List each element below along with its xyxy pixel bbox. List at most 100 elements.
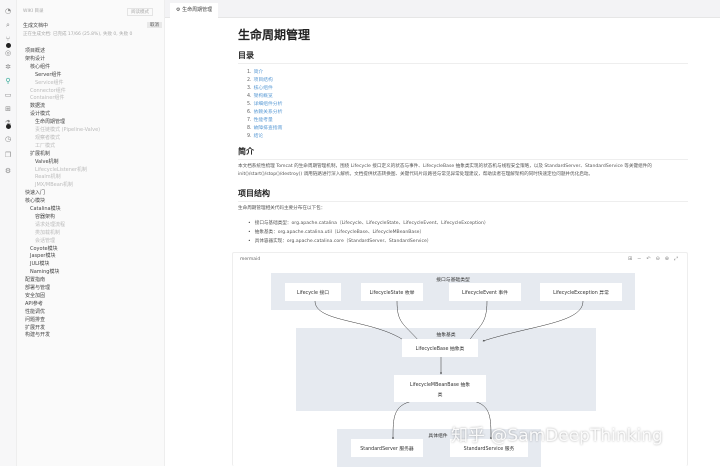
tree-item[interactable]: 部署与管理	[25, 285, 51, 291]
tree-item[interactable]: JULI模块	[30, 261, 50, 268]
group-label: 接口与基础类型	[436, 276, 470, 283]
tree-item[interactable]: 容器架构	[35, 213, 56, 220]
tree-item[interactable]: Naming模块	[30, 269, 60, 276]
git-icon[interactable]: ⑂	[5, 35, 11, 43]
toc-text[interactable]: 故障排查指南	[253, 126, 283, 131]
tool-icon[interactable]: ⚲	[5, 77, 11, 85]
tree-item[interactable]: 责任链模式 (Pipeline-Valve)	[35, 127, 101, 133]
toc-text[interactable]: 性能考量	[253, 118, 273, 123]
tree-item[interactable]: 核心模块	[25, 198, 46, 205]
tree-item[interactable]: 工厂模式	[35, 142, 56, 149]
activity-bar: ◔ ⌕ ⑂ ◎ ✲ ⚲ ▭ ⊞ ⚗ ◷ ❐ ⚙	[0, 0, 17, 466]
minus-icon[interactable]: −	[637, 256, 647, 262]
tree-item[interactable]: 数据流	[30, 103, 46, 110]
tree-item[interactable]: 安全加固	[25, 292, 46, 299]
flask-icon[interactable]: ⚗	[4, 119, 12, 127]
star-icon[interactable]: ✲	[5, 63, 11, 71]
logo-icon[interactable]: ◔	[4, 7, 12, 15]
doc-generating-title: 生成文档中	[23, 23, 49, 29]
group-label: 具体组件	[428, 432, 447, 439]
toc-link[interactable]: 2.项目结构	[247, 76, 273, 83]
toc-link[interactable]: 5.详细组件分析	[247, 100, 282, 107]
tree-item[interactable]: 快速入门	[25, 190, 46, 197]
doc-status: 正在生成文档: 已完成 17/66 (25.8%), 失败 0, 失败 0	[23, 32, 133, 37]
toc-link[interactable]: 3.核心组件	[247, 84, 273, 91]
tree-item[interactable]: 配置指南	[25, 277, 46, 284]
bullet: 具体容器实现：org.apache.catalina.core（Standard…	[248, 238, 432, 244]
tree-item[interactable]: 性能调优	[25, 308, 46, 315]
tree-item[interactable]: Jasper模块	[30, 253, 56, 260]
zoom-out-icon[interactable]: ⊖	[655, 256, 665, 262]
tree-item[interactable]: 架构设计	[25, 55, 46, 62]
tree-item[interactable]: Server组件	[35, 71, 62, 78]
toc-link[interactable]: 4.架构概览	[247, 92, 273, 99]
settings-icon[interactable]: ⚙	[4, 167, 12, 175]
fullscreen-icon[interactable]: ⤢	[673, 256, 683, 262]
tab-label: 生命周期管理	[182, 7, 213, 13]
tree-item[interactable]: Service组件	[35, 79, 64, 86]
diagram-toolbar[interactable]: ⊞−↶⊖⊕⤢	[628, 256, 683, 262]
tree-item[interactable]: Realm机制	[35, 174, 61, 181]
watermark: 知乎 @SamDeepThinking	[451, 426, 663, 446]
tree-item[interactable]: Catalina模块	[30, 206, 61, 212]
tree-item[interactable]: 请求处理流程	[35, 221, 66, 228]
tree-item[interactable]: 构建与开发	[25, 332, 51, 339]
diagram-label: mermaid	[240, 257, 261, 262]
tree-item[interactable]: Connector组件	[30, 87, 66, 94]
undo-icon[interactable]: ↶	[646, 256, 656, 262]
bullet: 抽象基类：org.apache.catalina.util（LifecycleB…	[248, 229, 424, 235]
history-icon[interactable]: ◷	[4, 135, 12, 143]
tree-item[interactable]: 观察者模式	[35, 134, 61, 141]
tab-lifecycle[interactable]: ⚙ 生命周期管理	[170, 3, 219, 18]
mode-select[interactable]: 阅读模式	[127, 8, 153, 16]
tree-item[interactable]: 类加载机制	[35, 229, 61, 236]
copy-icon[interactable]: ❐	[4, 151, 12, 159]
tree-item[interactable]: 设计模式	[30, 111, 51, 118]
tree-item[interactable]: 核心组件	[30, 63, 51, 70]
group-label: 抽象基类	[436, 331, 455, 338]
bullet: 接口与基础类型：org.apache.catalina（Lifecycle、Li…	[248, 220, 489, 226]
target-icon[interactable]: ◎	[4, 49, 12, 57]
toc-text[interactable]: 架构概览	[253, 94, 273, 99]
toc-number: 2.	[247, 78, 252, 83]
tree-item[interactable]: LifecycleListener机制	[35, 166, 88, 173]
stop-button[interactable]: 取消	[147, 22, 162, 28]
tree-item[interactable]: 扩展机制	[30, 150, 51, 157]
toc-link[interactable]: 6.依赖关系分析	[247, 108, 282, 115]
zoom-in-icon[interactable]: ⊕	[664, 256, 674, 262]
mermaid-diagram: mermaid ⊞−↶⊖⊕⤢ 接口与基础类型 抽象基类 具体组件 Lifecyc…	[232, 252, 688, 467]
toc-link[interactable]: 1.简介	[247, 68, 263, 75]
node-lifecycle: Lifecycle 接口	[297, 289, 329, 296]
tree-item[interactable]: Coyote模块	[30, 245, 58, 252]
node-lifecycle-event: LifecycleEvent 事件	[462, 289, 508, 296]
tab-bar: ⚙ 生命周期管理	[165, 0, 720, 18]
node-lifecycle-mbean-base: LifecycleMBeanBase 抽象	[410, 381, 470, 388]
toc-text[interactable]: 结论	[253, 134, 264, 139]
tree-item[interactable]: 扩展开发	[25, 324, 46, 331]
notification-badge	[6, 43, 11, 48]
tree-item[interactable]: API参考	[25, 300, 43, 307]
tree-item[interactable]: 项目概述	[25, 48, 46, 54]
toc-heading: 目录	[238, 50, 688, 64]
toc-text[interactable]: 简介	[253, 70, 264, 75]
node-lifecycle-base: LifecycleBase 抽象类	[416, 345, 465, 352]
tree-item[interactable]: 问题排查	[25, 316, 46, 323]
toc-text[interactable]: 详细组件分析	[253, 102, 283, 107]
toc-link[interactable]: 7.性能考量	[247, 116, 273, 123]
fit-icon[interactable]: ⊞	[627, 256, 638, 262]
tree-item[interactable]: JMX/MBean机制	[35, 182, 73, 189]
node-lifecycle-exception: LifecycleException 异常	[553, 289, 609, 296]
toc-text[interactable]: 核心组件	[253, 86, 273, 91]
search-icon[interactable]: ⌕	[6, 21, 10, 29]
tree-item[interactable]: Valve机制	[35, 158, 59, 165]
grid-icon[interactable]: ⊞	[5, 105, 11, 113]
tree-item[interactable]: 会话管理	[35, 237, 56, 244]
toc-link[interactable]: 9.结论	[247, 132, 263, 139]
preview-icon[interactable]: ▭	[4, 91, 12, 99]
tree-item[interactable]: 生命周期管理	[35, 119, 66, 126]
toc-text[interactable]: 项目结构	[253, 78, 273, 83]
toc-text[interactable]: 依赖关系分析	[253, 110, 283, 115]
tree-item[interactable]: Container组件	[30, 95, 65, 102]
toc-link[interactable]: 8.故障排查指南	[247, 124, 282, 131]
toc-number: 8.	[247, 126, 252, 131]
